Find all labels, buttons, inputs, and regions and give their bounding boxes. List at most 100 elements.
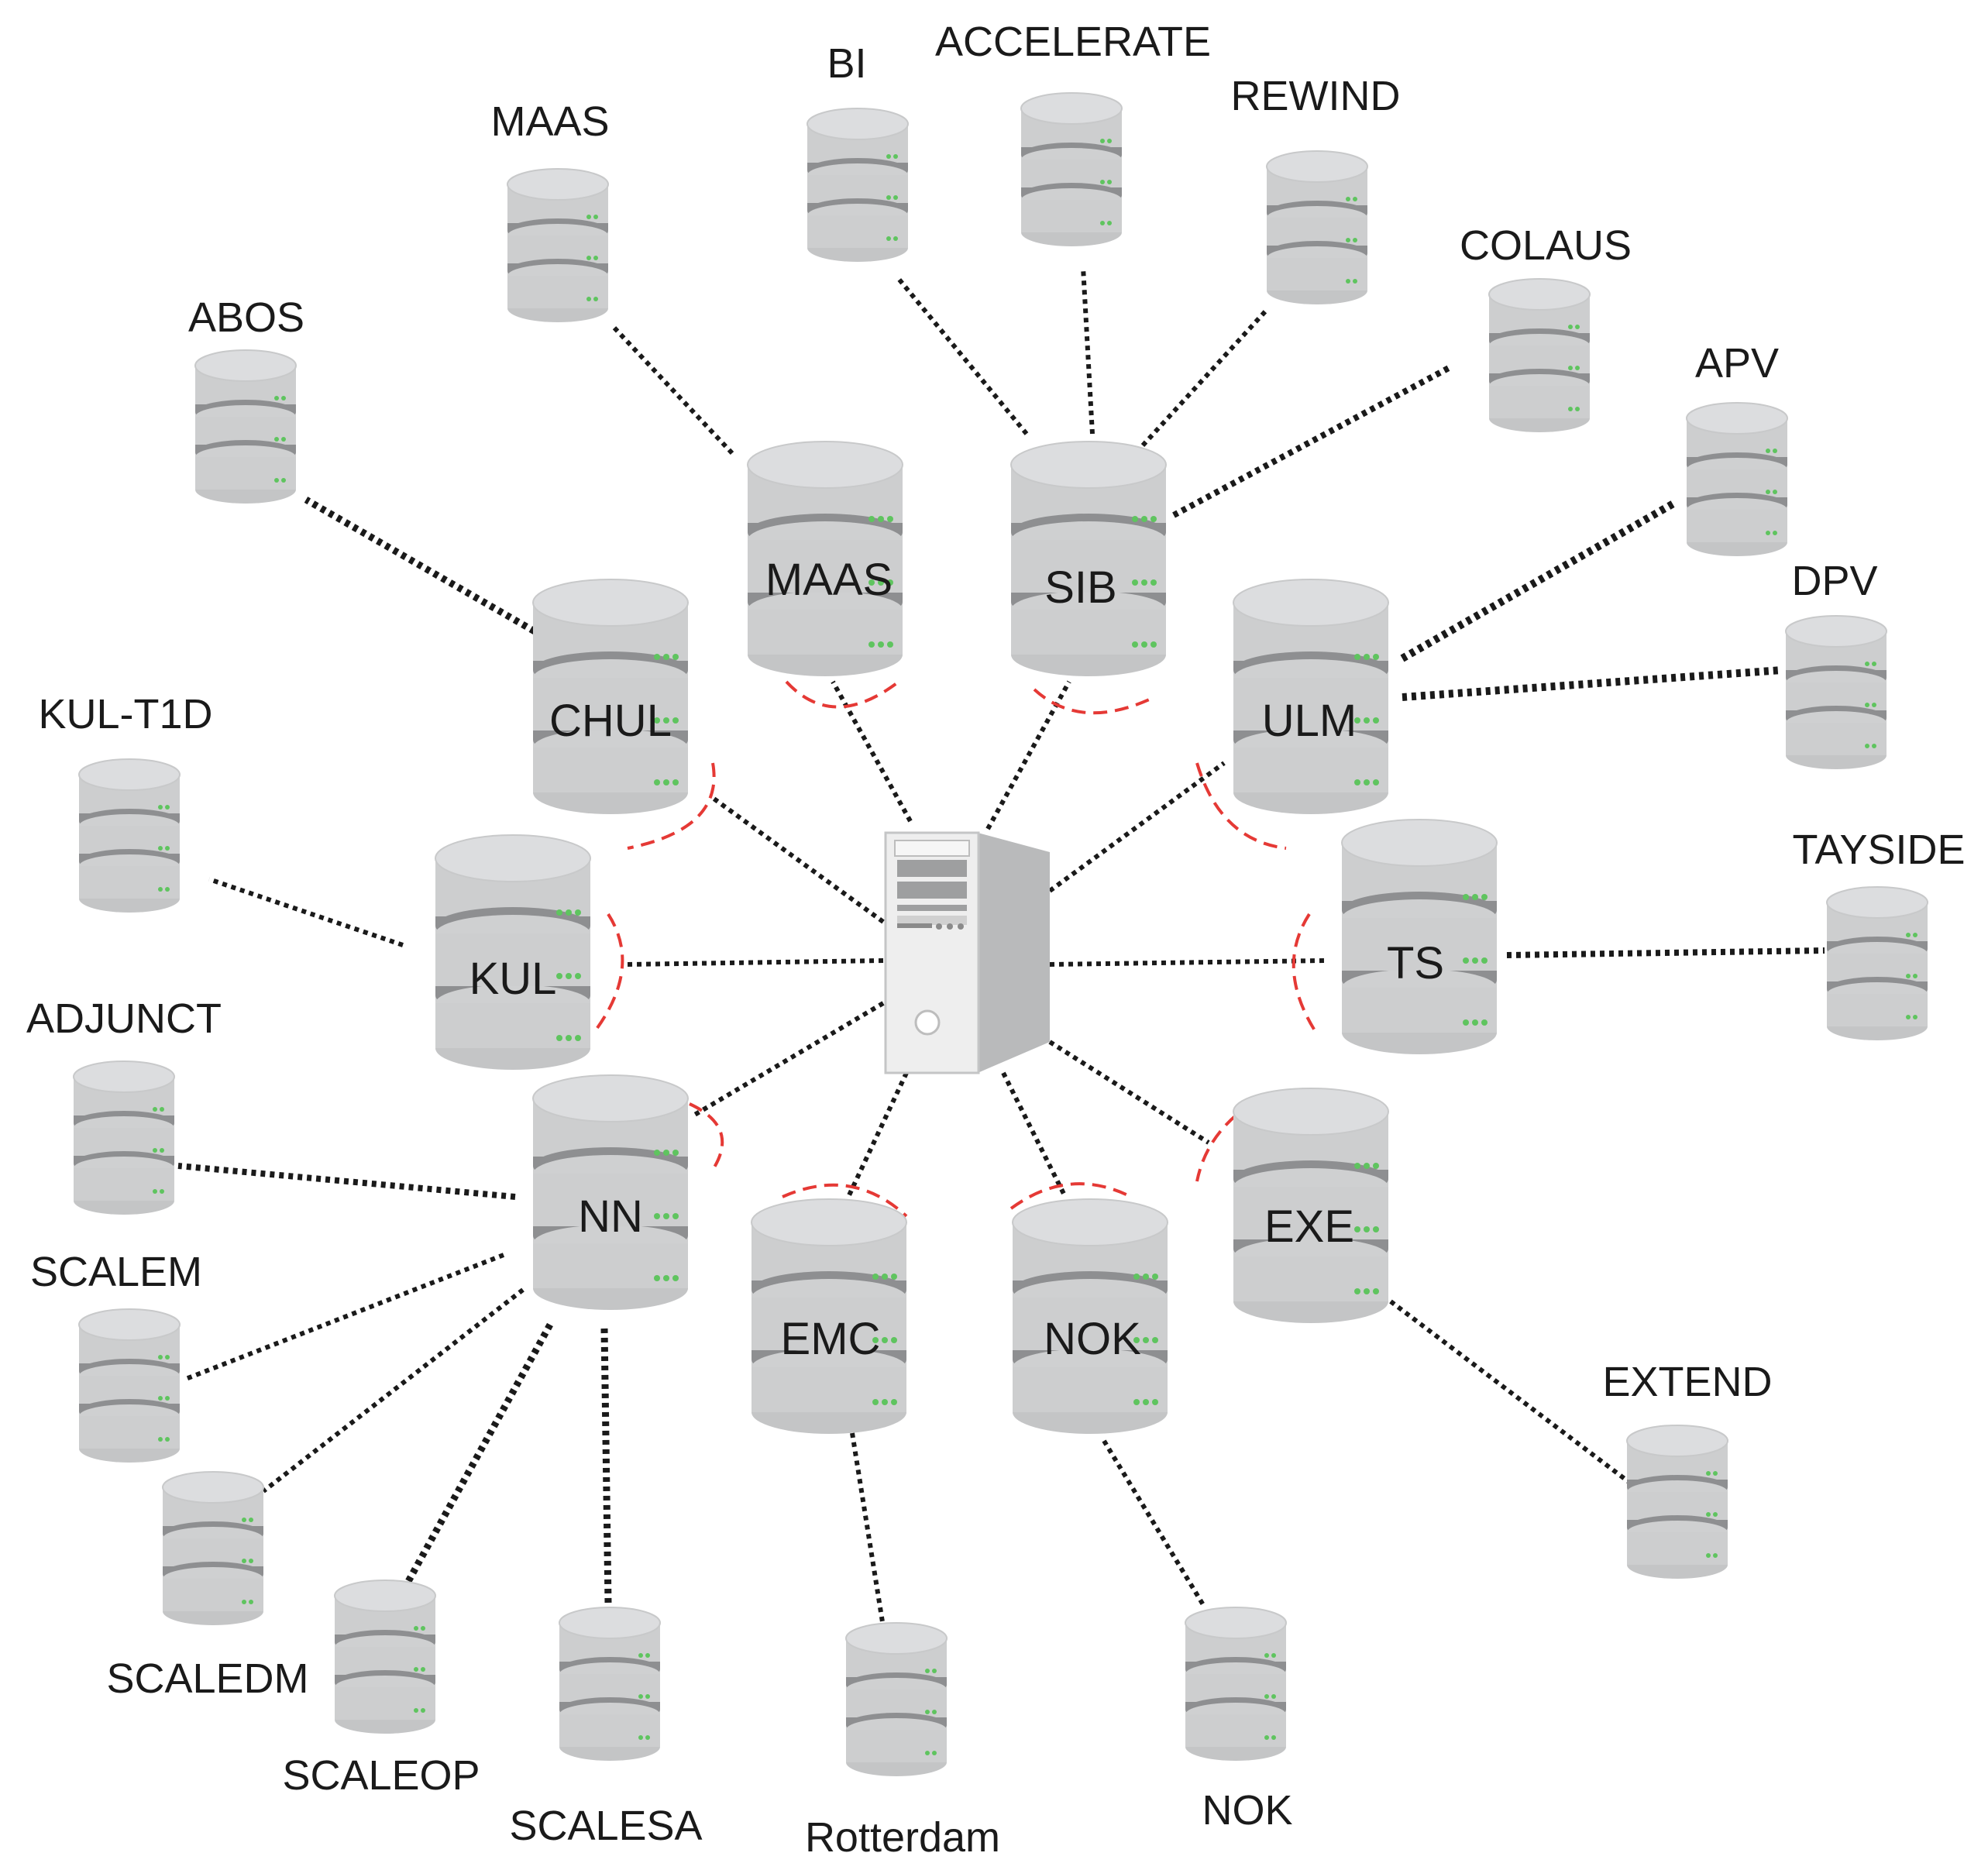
database-icon [807,108,909,263]
hub-label-sib: SIB [1044,562,1117,613]
link-server-exe [1048,1040,1210,1145]
database-icon [1785,615,1887,770]
arc-exe [1195,1114,1237,1182]
link-chul-abos [304,497,537,634]
link-server-sib [985,680,1071,830]
database-icon [559,1607,661,1762]
database-icon [1488,278,1591,433]
outer-label-scalem: SCALEM [30,1249,202,1295]
link-nn-scalem [184,1253,505,1381]
arc-emc [782,1183,908,1218]
arc-ulm [1195,762,1287,850]
arc-maas [785,680,900,709]
link-server-chul [711,796,885,924]
link-nok-nok-outer [1102,1439,1207,1609]
outer-database-kul-t1d[interactable]: KUL-T1D [38,691,213,913]
outer-label-adjunct: ADJUNCT [26,995,222,1042]
central-server-icon [884,831,1050,1074]
database-icon [507,168,609,323]
outer-label-abos: ABOS [188,294,304,341]
link-sib-colaus [1172,365,1450,518]
outer-database-adjunct[interactable]: ADJUNCT [26,995,222,1215]
hub-label-maas: MAAS [765,555,893,605]
outer-label-extend: EXTEND [1602,1359,1772,1405]
outer-database-dpv[interactable]: DPV [1785,558,1887,770]
outer-database-tayside[interactable]: TAYSIDE [1792,827,1966,1041]
outer-label-apv: APV [1695,340,1779,387]
hub-database-nok[interactable]: NOK [1012,1198,1168,1435]
outer-database-rotterdam[interactable]: Rotterdam [805,1622,1000,1861]
hub-label-nok: NOK [1044,1314,1141,1364]
outer-database-scaleop[interactable]: SCALEOP [282,1580,480,1799]
hub-database-ts[interactable]: TS [1341,819,1498,1055]
database-icon [1010,441,1167,677]
hub-database-emc[interactable]: EMC [751,1198,907,1435]
outer-label-dpv: DPV [1791,558,1877,604]
database-icon [1020,92,1123,247]
link-ulm-apv [1400,500,1676,662]
database-icon [1185,1607,1287,1762]
hub-label-nn: NN [578,1191,643,1242]
outer-database-bi[interactable]: BI [807,40,909,263]
arc-ts [1292,913,1319,1036]
link-nn-scalesa [600,1328,612,1604]
signal-arcs [591,680,1319,1218]
hub-database-ulm[interactable]: ULM [1233,579,1389,815]
link-server-nok [1001,1071,1068,1198]
outer-label-kul-t1d: KUL-T1D [38,691,212,737]
database-icon [1686,402,1788,557]
hub-database-sib[interactable]: SIB [1010,441,1167,677]
link-sib-accelerate [1081,266,1095,435]
database-icon [1341,819,1498,1055]
link-emc-rotterdam [850,1432,886,1628]
link-server-emc [846,1071,909,1198]
outer-label-rewind: REWIND [1231,73,1401,119]
arc-nn [689,1102,724,1171]
hub-database-chul[interactable]: CHUL [532,579,689,815]
outer-database-abos[interactable]: ABOS [188,294,304,504]
link-server-maas [831,680,913,823]
link-server-kul [627,958,884,967]
hub-database-kul[interactable]: KUL [435,834,591,1071]
outer-database-rewind[interactable]: REWIND [1231,73,1401,305]
outer-label-tayside: TAYSIDE [1792,827,1965,873]
outer-database-scalem[interactable]: SCALEM [30,1249,202,1463]
arc-chul [627,762,716,850]
link-server-nn [692,1001,885,1118]
outer-database-apv[interactable]: APV [1686,340,1788,557]
outer-database-maas[interactable]: MAAS [490,98,610,323]
hub-database-exe[interactable]: EXE [1233,1088,1389,1324]
database-icon [78,1308,181,1463]
outer-label-bi: BI [827,40,866,87]
hub-label-kul: KUL [469,954,557,1004]
outer-label-scaledm: SCALEDM [106,1655,308,1702]
database-icon [1826,886,1928,1041]
database-icon [1266,150,1368,305]
arc-sib [1033,688,1155,715]
link-kul-kul-t1d [208,877,404,947]
outer-database-scalesa[interactable]: SCALESA [509,1607,703,1849]
hub-label-ts: TS [1387,938,1444,988]
outer-database-colaus[interactable]: COLAUS [1460,222,1632,433]
outer-database-nok[interactable]: NOK [1185,1607,1293,1834]
outer-label-nok: NOK [1202,1787,1292,1834]
outer-label-rotterdam: Rotterdam [805,1814,1000,1861]
hub-database-maas[interactable]: MAAS [747,441,903,677]
arc-kul [591,913,624,1036]
link-ulm-dpv [1402,666,1783,701]
outer-label-colaus: COLAUS [1460,222,1632,269]
hub-database-nn[interactable]: NN [532,1074,689,1311]
link-nn-scaledm [262,1287,525,1494]
outer-database-scaledm[interactable]: SCALEDM [106,1471,309,1702]
database-icon [78,758,181,913]
outer-database-extend[interactable]: EXTEND [1602,1359,1773,1580]
database-icon [334,1580,436,1734]
outer-database-accelerate[interactable]: ACCELERATE [935,19,1211,247]
hub-label-chul: CHUL [549,696,672,746]
database-icon [73,1060,175,1215]
database-icon [162,1471,264,1626]
outer-label-scalesa: SCALESA [509,1803,702,1849]
hub-label-ulm: ULM [1262,696,1357,746]
link-exe-extend [1389,1299,1632,1486]
link-server-ulm [1048,761,1226,893]
